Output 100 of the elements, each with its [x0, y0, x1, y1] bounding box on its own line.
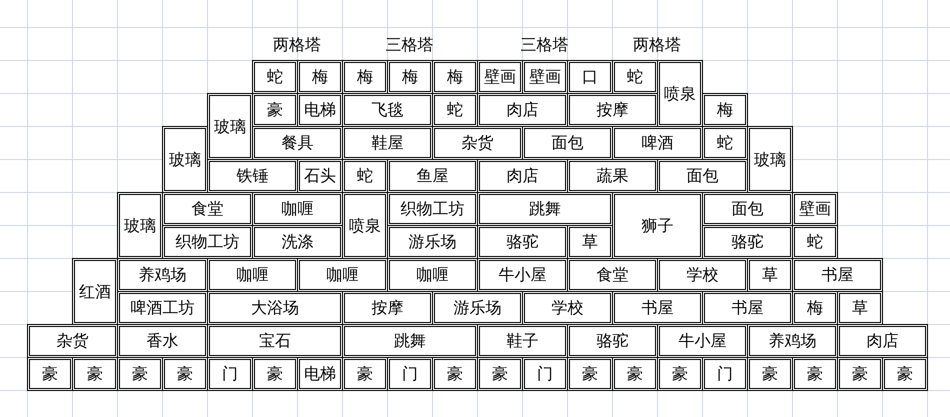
tile-label: 肉店: [866, 333, 898, 349]
tile-label: 养鸡场: [768, 333, 816, 349]
tile-box: [567, 324, 658, 358]
tile-box: [72, 258, 118, 325]
tile-label: 面包: [732, 201, 764, 217]
tile-label: 蔬果: [596, 168, 628, 184]
tile-box: [567, 93, 658, 127]
tile-box: [522, 291, 613, 325]
tile-label: 鞋子: [506, 333, 538, 349]
tile-box: [342, 93, 433, 127]
tile-label: 咖喱: [416, 267, 448, 283]
tile-label: 按摩: [372, 300, 404, 316]
tile-box: [432, 357, 478, 391]
tile-box: [207, 159, 298, 193]
tile-label: 杂货: [56, 333, 88, 349]
tile-label: 蛇: [717, 135, 733, 151]
tile-box: [162, 357, 208, 391]
tile-label: 学校: [686, 267, 718, 283]
tile-box: [117, 357, 163, 391]
tile-label: 洗涤: [282, 234, 314, 250]
tile-label: 游乐场: [408, 234, 456, 250]
tile-box: [747, 126, 793, 193]
tower-label: 三格塔: [384, 36, 434, 54]
tile-box: [432, 126, 523, 160]
tile-box: [747, 258, 793, 292]
tile-box: [882, 357, 928, 391]
tile-box: [387, 159, 478, 193]
tile-label: 鞋屋: [372, 135, 404, 151]
tile-box: [567, 60, 613, 94]
tile-box: [342, 291, 433, 325]
tile-box: [432, 291, 523, 325]
tile-box: [612, 357, 658, 391]
tile-label: 跳舞: [529, 201, 561, 217]
tile-label: 红酒: [79, 284, 111, 300]
tile-label: 咖喱: [326, 267, 358, 283]
tile-label: 豪: [762, 366, 778, 382]
tile-label: 宝石: [259, 333, 291, 349]
tile-label: 鱼屋: [416, 168, 448, 184]
tile-box: [162, 225, 253, 259]
tile-label: 豪: [42, 366, 58, 382]
tile-label: 织物工坊: [176, 234, 240, 250]
tile-box: [207, 258, 298, 292]
tile-label: 养鸡场: [138, 267, 186, 283]
tile-box: [207, 324, 343, 358]
tile-box: [522, 357, 568, 391]
tower-label: 两格塔: [272, 36, 322, 54]
tile-box: [252, 126, 343, 160]
tile-box: [657, 357, 703, 391]
tile-box: [297, 258, 388, 292]
tile-label: 梅: [312, 69, 328, 85]
tile-label: 骆驼: [596, 333, 628, 349]
tile-box: [612, 60, 658, 94]
tile-label: 豪: [627, 366, 643, 382]
tile-box: [792, 258, 883, 292]
tile-label: 梅: [807, 300, 823, 316]
tile-label: 玻璃: [754, 152, 786, 168]
tile-label: 石头: [304, 168, 336, 184]
tile-label: 豪: [267, 366, 283, 382]
tile-label: 骆驼: [732, 234, 764, 250]
tile-label: 玻璃: [124, 218, 156, 234]
tile-label: 梅: [402, 69, 418, 85]
tile-box: [477, 258, 568, 292]
tile-label: 大浴场: [251, 300, 299, 316]
tile-label: 豪: [87, 366, 103, 382]
tile-label: 肉店: [506, 102, 538, 118]
tile-box: [297, 93, 343, 127]
tile-box: [792, 225, 838, 259]
tile-label: 梅: [357, 69, 373, 85]
tile-label: 门: [222, 366, 238, 382]
tile-box: [702, 192, 793, 226]
tile-box: [477, 324, 568, 358]
tile-box: [117, 324, 208, 358]
tile-label: 面包: [552, 135, 584, 151]
tile-box: [612, 192, 703, 259]
tile-box: [252, 60, 298, 94]
tile-label: 书屋: [732, 300, 764, 316]
tile-box: [207, 357, 253, 391]
tile-label: 面包: [686, 168, 718, 184]
tile-box: [252, 357, 298, 391]
tile-box: [477, 159, 568, 193]
tile-box: [702, 126, 748, 160]
tile-box: [342, 357, 388, 391]
tile-label: 豪: [177, 366, 193, 382]
tile-box: [387, 60, 433, 94]
tile-box: [432, 93, 478, 127]
tile-label: 蛇: [807, 234, 823, 250]
tile-box: [522, 60, 568, 94]
tile-box: [297, 357, 343, 391]
tile-box: [657, 324, 748, 358]
tile-label: 豪: [267, 102, 283, 118]
tile-label: 按摩: [596, 102, 628, 118]
tile-label: 壁画: [484, 69, 516, 85]
tile-label: 豪: [357, 366, 373, 382]
tile-label: 豪: [447, 366, 463, 382]
tile-box: [702, 225, 793, 259]
tile-box: [387, 258, 478, 292]
tile-label: 梅: [717, 102, 733, 118]
tower-label: 三格塔: [520, 36, 570, 54]
tile-label: 草: [582, 234, 598, 250]
tile-label: 杂货: [462, 135, 494, 151]
